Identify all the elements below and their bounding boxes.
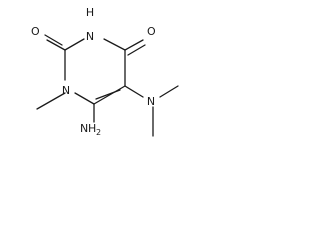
bond-n3-c4: [103, 38, 126, 51]
atom-nh2-subscript: 2: [96, 128, 101, 137]
bond-c5-n-dimethyl: [124, 85, 144, 98]
molecule-structure: O H N O N N N H 2: [31, 6, 179, 137]
atom-nh-n: N: [86, 30, 94, 43]
bond-c5-c6: [93, 85, 126, 105]
atom-o-right: O: [147, 25, 156, 38]
bond-n1-methyl: [36, 92, 66, 110]
atom-n-dimethyl: N: [147, 95, 155, 108]
bond-c2-o-left-2: [44, 34, 63, 46]
bond-c4-o-right-1: [124, 39, 144, 51]
bond-ndimethyl-methyl-up: [159, 85, 179, 98]
bond-c6-n1: [74, 92, 95, 105]
atom-nh2-h: H: [88, 122, 96, 135]
atom-n1: N: [62, 84, 70, 97]
bond-c4-o-right-2: [127, 44, 146, 56]
bond-c2-o-left-1: [46, 39, 66, 51]
atom-nh-h: H: [86, 6, 94, 19]
atom-o-left: O: [31, 25, 40, 38]
bond-c5-c6-inner: [95, 89, 121, 100]
bond-c2-n3: [64, 38, 85, 51]
atom-nh2-n: N: [80, 122, 88, 135]
